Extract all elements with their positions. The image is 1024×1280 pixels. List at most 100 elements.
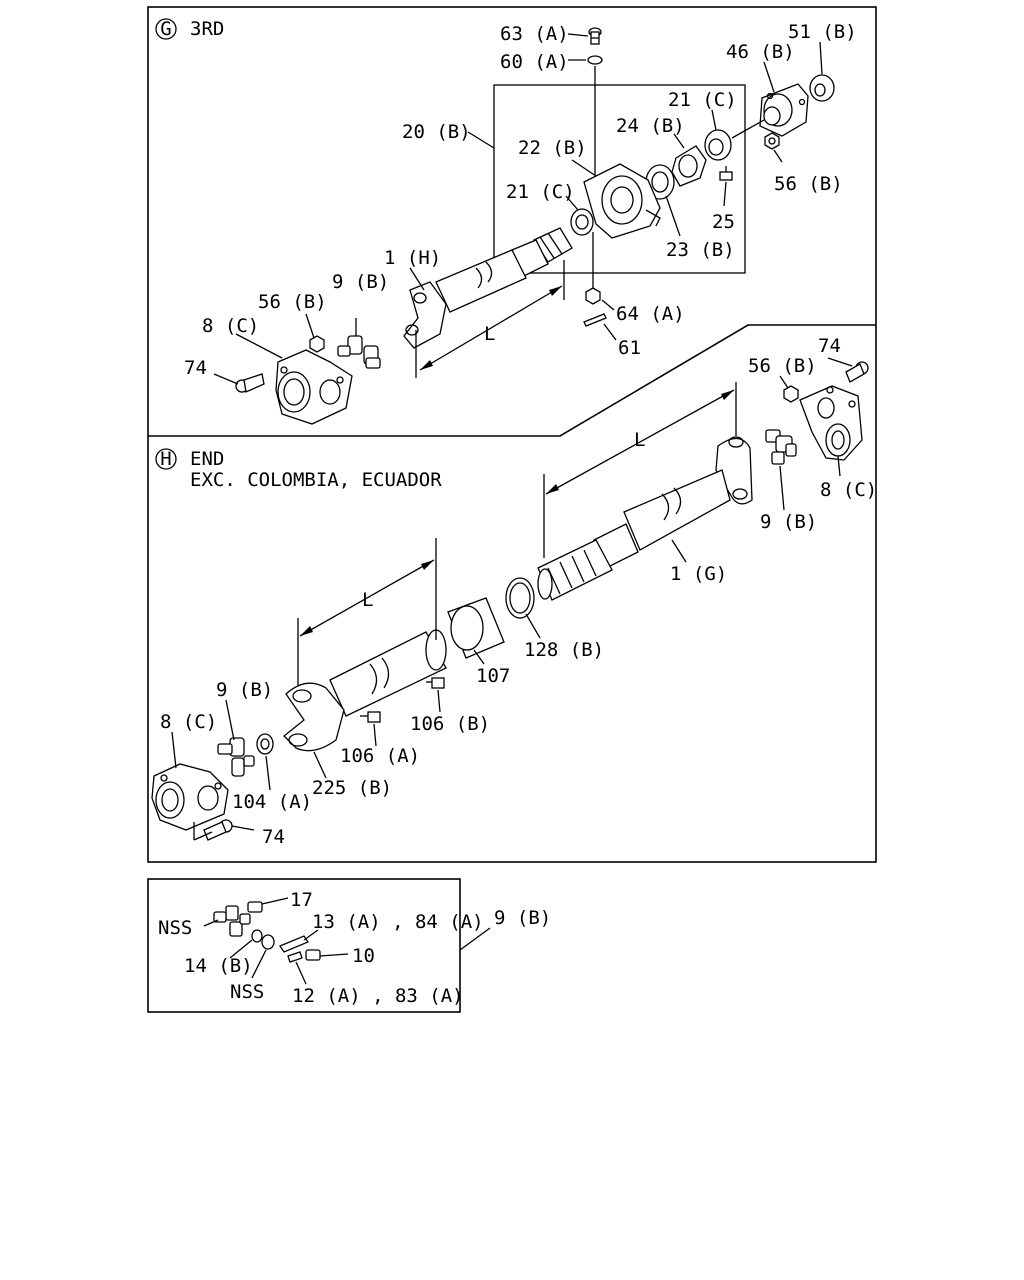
label-kit-p10: 10 <box>352 945 375 967</box>
part-21c-seal-upper <box>704 129 732 161</box>
kit-spider <box>213 905 251 937</box>
label-len-h-left: L <box>362 589 373 611</box>
label-p56b-g-left: 56 (B) <box>258 291 327 313</box>
label-p106b: 106 (B) <box>410 713 490 735</box>
kit-bearing-cup <box>261 934 275 950</box>
label-p23b: 23 (B) <box>666 239 735 261</box>
label-len-g: L <box>484 323 495 345</box>
kit-drawing <box>203 897 491 985</box>
part-61-shim <box>583 313 607 327</box>
label-kit-p9b: 9 (B) <box>494 907 551 929</box>
labels-kit: 17 NSS 13 (A) , 84 (A) 9 (B) 14 (B) 10 N… <box>158 889 551 1007</box>
label-p56b-h: 56 (B) <box>748 355 817 377</box>
part-225b-tube <box>283 629 447 752</box>
label-p9b-h-right: 9 (B) <box>760 511 817 533</box>
label-p128b: 128 (B) <box>524 639 604 661</box>
label-p51b: 51 (B) <box>788 21 857 43</box>
label-p21c-top: 21 (C) <box>668 89 737 111</box>
label-p46b: 46 (B) <box>726 41 795 63</box>
labels-g: 63 (A) 60 (A) 51 (B) 46 (B) 21 (C) 20 (B… <box>184 21 857 379</box>
part-106a-grease-fitting <box>360 711 381 723</box>
kit-lock-strap-13a <box>279 935 309 953</box>
part-74-bolt-h-bottom <box>203 819 233 841</box>
part-74-bolt-h-top <box>845 361 869 383</box>
part-24b-collar <box>671 145 707 187</box>
label-p104a: 104 (A) <box>232 791 312 813</box>
part-107-sleeve <box>447 597 505 659</box>
section-g-title: 3RD <box>190 18 224 40</box>
part-51b-nut <box>809 74 835 102</box>
label-p106a: 106 (A) <box>340 745 420 767</box>
center-bearing-group-box <box>493 84 746 274</box>
label-kit-p14b: 14 (B) <box>184 955 253 977</box>
section-h-note: EXC. COLOMBIA, ECUADOR <box>190 469 442 491</box>
part-8c-flange-h-left <box>151 763 229 831</box>
label-p8c-h-left: 8 (C) <box>160 711 217 733</box>
section-h-drawing <box>151 357 869 841</box>
part-1g-yoke <box>715 436 753 505</box>
part-56b-nut-g-left <box>309 335 325 353</box>
section-h-marker-circle <box>155 448 177 470</box>
label-p74-g: 74 <box>184 357 207 379</box>
label-p24b: 24 (B) <box>616 115 685 137</box>
dimension-l-h-left <box>297 538 437 686</box>
labels-h: 56 (B) 74 L 8 (C) 9 (B) 1 (G) L 128 (B) … <box>160 335 877 848</box>
label-p8c-h-right: 8 (C) <box>820 479 877 501</box>
part-8c-flange-h-right <box>799 385 863 461</box>
part-1h-shaft <box>403 227 573 349</box>
part-9b-spider-h-right <box>765 429 797 465</box>
section-g-marker-circle <box>155 18 177 40</box>
part-46b-flange <box>759 83 809 137</box>
part-60a-washer <box>587 55 603 65</box>
main-panel-frame <box>147 6 877 863</box>
part-21c-seal-lower <box>570 208 594 236</box>
label-p60a: 60 (A) <box>500 51 569 73</box>
label-kit-p12a83a: 12 (A) , 83 (A) <box>292 985 464 1007</box>
kit-grease-fitting-17 <box>247 901 263 913</box>
dimension-l-g <box>415 260 565 378</box>
label-kit-p17: 17 <box>290 889 313 911</box>
kit-seal-14b <box>251 929 263 943</box>
part-63a-bolt <box>588 27 602 45</box>
leader-lines-g <box>213 33 823 385</box>
part-106b-grease-fitting <box>426 677 445 689</box>
label-p1g: 1 (G) <box>670 563 727 585</box>
part-25-grease-fitting <box>719 166 733 181</box>
label-p9b-g: 9 (B) <box>332 271 389 293</box>
section-g-header: G 3RD <box>155 18 224 40</box>
label-p9b-h-left: 9 (B) <box>216 679 273 701</box>
section-g-drawing <box>213 27 835 425</box>
part-128b-ring <box>505 577 535 619</box>
part-9b-spider-h-left <box>217 737 255 777</box>
dimension-l-h-right <box>543 382 737 558</box>
section-h-marker: H <box>160 448 171 470</box>
label-len-h-right: L <box>634 429 645 451</box>
label-p63a: 63 (A) <box>500 23 569 45</box>
label-p8c-g: 8 (C) <box>202 315 259 337</box>
label-p21c-mid: 21 (C) <box>506 181 575 203</box>
label-p107: 107 <box>476 665 510 687</box>
leader-lines-kit <box>203 897 491 985</box>
label-p74-h-bottom: 74 <box>262 826 285 848</box>
section-h-header: H END EXC. COLOMBIA, ECUADOR <box>155 448 442 491</box>
label-p20b: 20 (B) <box>402 121 471 143</box>
section-h-title: END <box>190 448 224 470</box>
label-p56b-g-right: 56 (B) <box>774 173 843 195</box>
part-9b-spider-g <box>337 318 381 369</box>
part-1g-shaft <box>537 469 731 601</box>
label-p25: 25 <box>712 211 735 233</box>
part-22b-bearing-support <box>583 163 661 239</box>
leader-lines-h <box>171 357 853 841</box>
label-kit-nss-bottom: NSS <box>230 981 264 1003</box>
label-p1h: 1 (H) <box>384 247 441 269</box>
section-g-marker: G <box>160 18 171 40</box>
part-64a-nut <box>585 287 601 305</box>
kit-strap-12a <box>287 951 303 963</box>
label-kit-p13a84a: 13 (A) , 84 (A) <box>312 911 484 933</box>
part-74-bolt-g <box>235 373 265 393</box>
label-p61: 61 <box>618 337 641 359</box>
kit-bolt-10 <box>305 949 321 961</box>
part-104a-seal <box>256 733 274 755</box>
kit-panel-frame <box>147 878 461 1013</box>
